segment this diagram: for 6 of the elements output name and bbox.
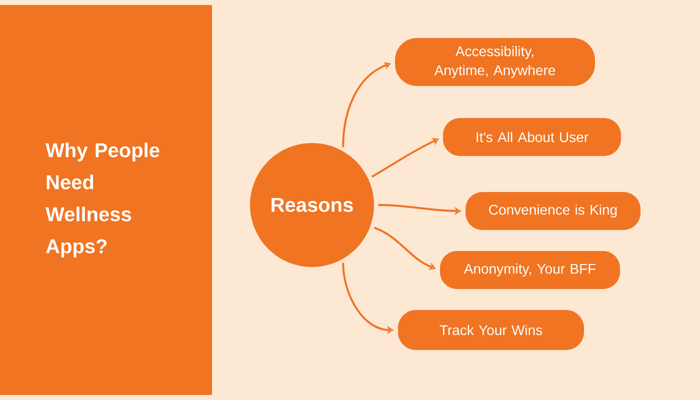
reason-pill: Track Your Wins xyxy=(398,310,584,350)
reason-pill: Accessibility, Anytime, Anywhere xyxy=(395,38,595,86)
title-panel: Why People Need Wellness Apps? xyxy=(0,5,212,395)
reason-pill: It's All About User xyxy=(443,118,621,156)
reason-pill: Convenience is King xyxy=(466,192,640,230)
reason-pill: Anonymity, Your BFF xyxy=(440,251,620,289)
